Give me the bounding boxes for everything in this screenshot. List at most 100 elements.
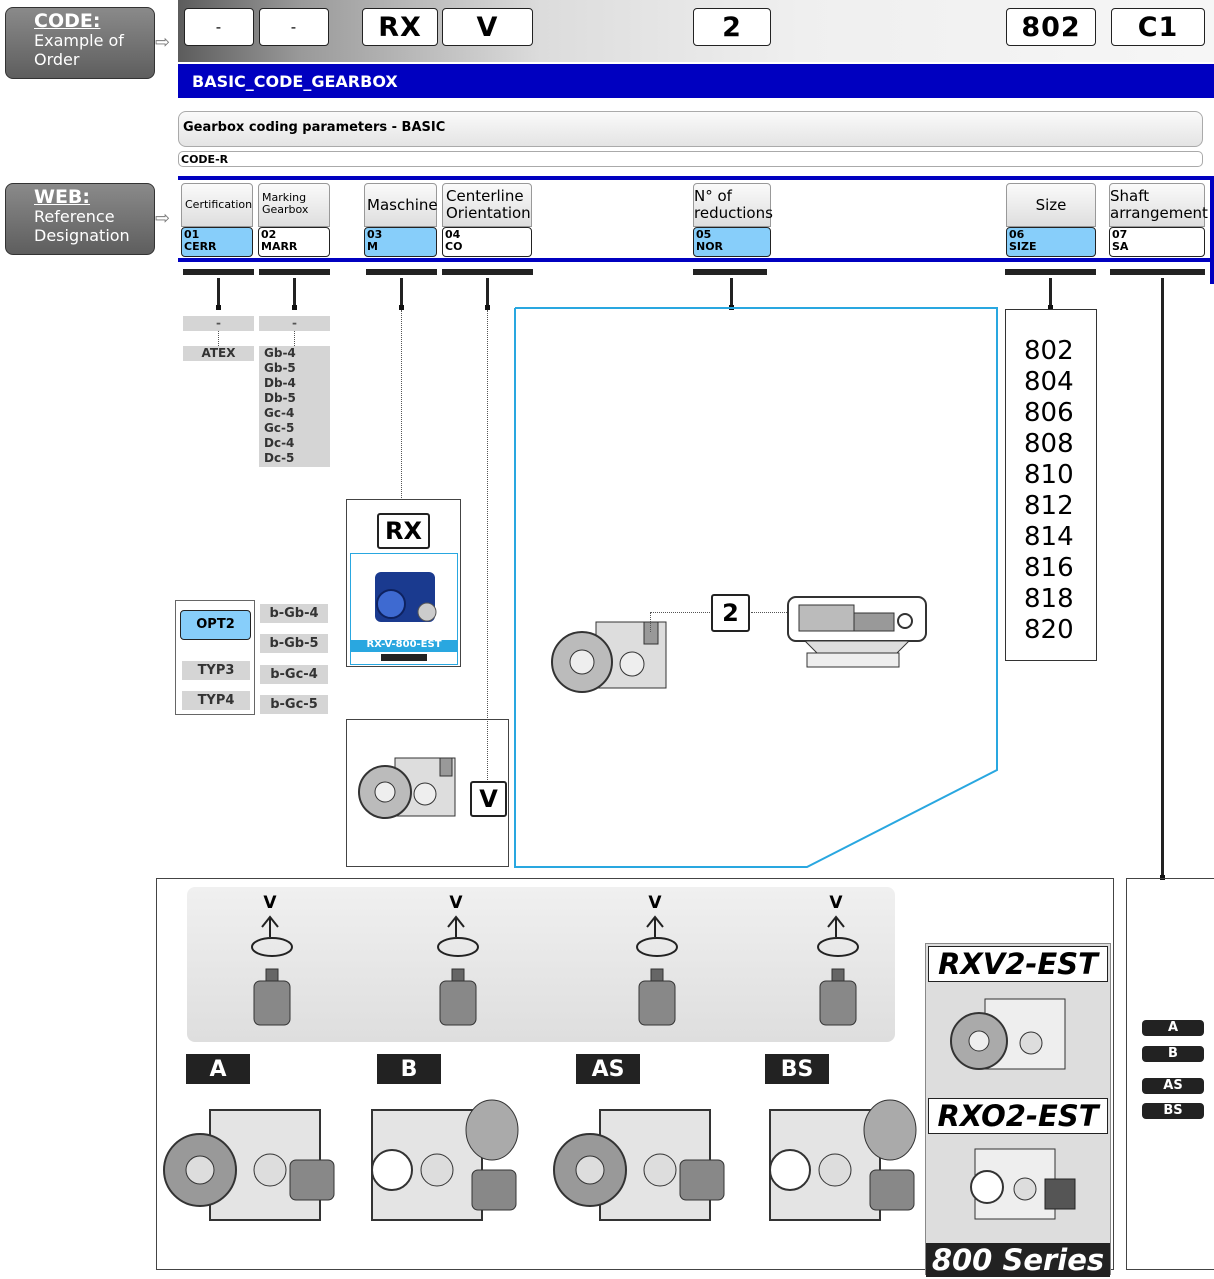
size-option: 818 bbox=[1024, 584, 1074, 614]
marking-connector-dot bbox=[292, 305, 297, 310]
marking-option-list: Gb-4 Gb-5 Db-4 Db-5 Gc-4 Gc-5 Dc-4 Dc-5 bbox=[259, 346, 330, 467]
marking-option: Db-5 bbox=[264, 391, 296, 405]
shaft-connector-dot bbox=[1160, 875, 1165, 880]
code-label-line1: Example of bbox=[34, 31, 124, 50]
param-orientation: Centerline Orientation bbox=[442, 183, 532, 227]
blue-divider-bottom bbox=[178, 258, 1214, 262]
rotation-label: V bbox=[648, 893, 662, 913]
arrangement-image-as bbox=[550, 1090, 745, 1250]
orientation-dotted-line bbox=[487, 310, 488, 780]
size-option: 804 bbox=[1024, 367, 1074, 397]
param-orientation-code: 04 CO bbox=[442, 227, 532, 257]
param-shaft: Shaft arrangement bbox=[1109, 183, 1208, 227]
param-orientation-abbr: CO bbox=[445, 240, 463, 253]
web-label-line2: Designation bbox=[34, 226, 130, 245]
reductions-bar bbox=[693, 269, 767, 275]
rotation-arrow-icon bbox=[817, 915, 859, 1026]
reductions-gearbox-image bbox=[548, 602, 678, 712]
param-shaft-num: 07 bbox=[1112, 228, 1128, 241]
size-option: 810 bbox=[1024, 460, 1074, 490]
orientation-bar bbox=[442, 269, 533, 275]
gearbox-icon bbox=[358, 757, 456, 819]
param-shaft-code: 07 SA bbox=[1109, 227, 1205, 257]
size-list: 802 804 806 808 810 812 814 816 818 820 bbox=[1005, 309, 1097, 661]
rotation-arrow-icon bbox=[251, 915, 293, 1026]
param-certification-abbr: CERR bbox=[184, 240, 217, 253]
side-arrangement-tag: B bbox=[1142, 1046, 1204, 1062]
cert-option-atex: ATEX bbox=[183, 346, 254, 361]
code-arrow-icon: ⇨ bbox=[155, 32, 171, 53]
param-marking-abbr: MARR bbox=[261, 240, 298, 253]
param-reductions-num: 05 bbox=[696, 228, 712, 241]
orientation-connector bbox=[486, 278, 489, 306]
b-option: b-Gb-4 bbox=[260, 604, 328, 623]
blue-divider-right bbox=[1210, 176, 1214, 284]
series-name: 800 Series bbox=[926, 1243, 1110, 1277]
reductions-connector bbox=[730, 278, 733, 306]
param-shaft-abbr: SA bbox=[1112, 240, 1129, 253]
param-size-abbr: SIZE bbox=[1009, 240, 1037, 253]
order-code-orientation: V bbox=[442, 8, 533, 46]
marking-option-dash: - bbox=[259, 316, 330, 331]
code-r-label: CODE-R bbox=[178, 151, 1203, 167]
gear-stage-icon bbox=[787, 596, 927, 668]
gearbox-icon bbox=[970, 1148, 1076, 1220]
side-arrangement-tag: A bbox=[1142, 1020, 1204, 1036]
arrangement-tag-as: AS bbox=[576, 1054, 640, 1084]
order-code-shaft: C1 bbox=[1111, 8, 1205, 46]
arrangement-tag-a: A bbox=[186, 1054, 250, 1084]
series-model-rxv2: RXV2-EST bbox=[928, 946, 1108, 982]
marking-option: Gb-5 bbox=[264, 361, 296, 375]
machine-connector bbox=[400, 278, 403, 306]
series-image-rxv2 bbox=[945, 985, 1085, 1085]
machine-code-box: RX bbox=[377, 513, 430, 549]
web-label-line1: Reference bbox=[34, 207, 115, 226]
marking-option: Db-4 bbox=[264, 376, 296, 390]
reductions-frame bbox=[514, 307, 998, 868]
rotation-arrow-icon bbox=[636, 915, 678, 1026]
marking-option: Gb-4 bbox=[264, 346, 296, 360]
orientation-gearbox-image bbox=[355, 736, 470, 836]
reductions-link-horizontal-2 bbox=[751, 612, 787, 613]
rotation-label: V bbox=[263, 893, 277, 913]
rotation-a: V bbox=[240, 893, 310, 1038]
gearbox-icon bbox=[351, 554, 457, 664]
machine-panel bbox=[346, 499, 461, 667]
size-option: 808 bbox=[1024, 429, 1074, 459]
section-title: BASIC_CODE_GEARBOX bbox=[178, 64, 1214, 98]
param-machine-abbr: M bbox=[367, 240, 378, 253]
reductions-code-box: 2 bbox=[711, 594, 750, 632]
shaft-connector bbox=[1161, 278, 1164, 878]
marking-dotted-line bbox=[294, 331, 295, 346]
rotation-strip bbox=[187, 887, 895, 1042]
orientation-code-box: V bbox=[470, 781, 507, 817]
marking-option: Gc-4 bbox=[264, 406, 295, 420]
subsection-title: Gearbox coding parameters - BASIC bbox=[178, 111, 1203, 147]
code-label-line2: Order bbox=[34, 50, 80, 69]
opt-option-typ3: TYP3 bbox=[182, 661, 250, 680]
param-orientation-num: 04 bbox=[445, 228, 461, 241]
orientation-panel bbox=[346, 719, 509, 867]
arrangement-image-bs bbox=[750, 1090, 930, 1250]
machine-dotted-line bbox=[401, 310, 402, 500]
marking-connector bbox=[293, 278, 296, 306]
param-reductions-code: 05 NOR bbox=[693, 227, 771, 257]
param-size: Size bbox=[1006, 183, 1096, 227]
machine-image bbox=[350, 553, 458, 665]
marking-option: Dc-5 bbox=[264, 451, 295, 465]
size-option: 814 bbox=[1024, 522, 1074, 552]
web-arrow-icon: ⇨ bbox=[155, 208, 171, 229]
b-option: b-Gb-5 bbox=[260, 634, 328, 653]
series-model-rxo2: RXO2-EST bbox=[928, 1098, 1108, 1134]
param-marking-num: 02 bbox=[261, 228, 277, 241]
order-code-size: 802 bbox=[1006, 8, 1096, 46]
size-bar bbox=[1005, 269, 1096, 275]
gearbox-icon bbox=[371, 1099, 519, 1221]
reductions-diagram-image bbox=[787, 595, 927, 670]
gearbox-icon bbox=[950, 998, 1066, 1070]
arrangement-panel bbox=[156, 878, 1114, 1270]
size-option: 802 bbox=[1024, 336, 1074, 366]
gearbox-icon bbox=[551, 621, 667, 693]
param-size-code: 06 SIZE bbox=[1006, 227, 1096, 257]
web-label-title: WEB: bbox=[34, 186, 91, 208]
